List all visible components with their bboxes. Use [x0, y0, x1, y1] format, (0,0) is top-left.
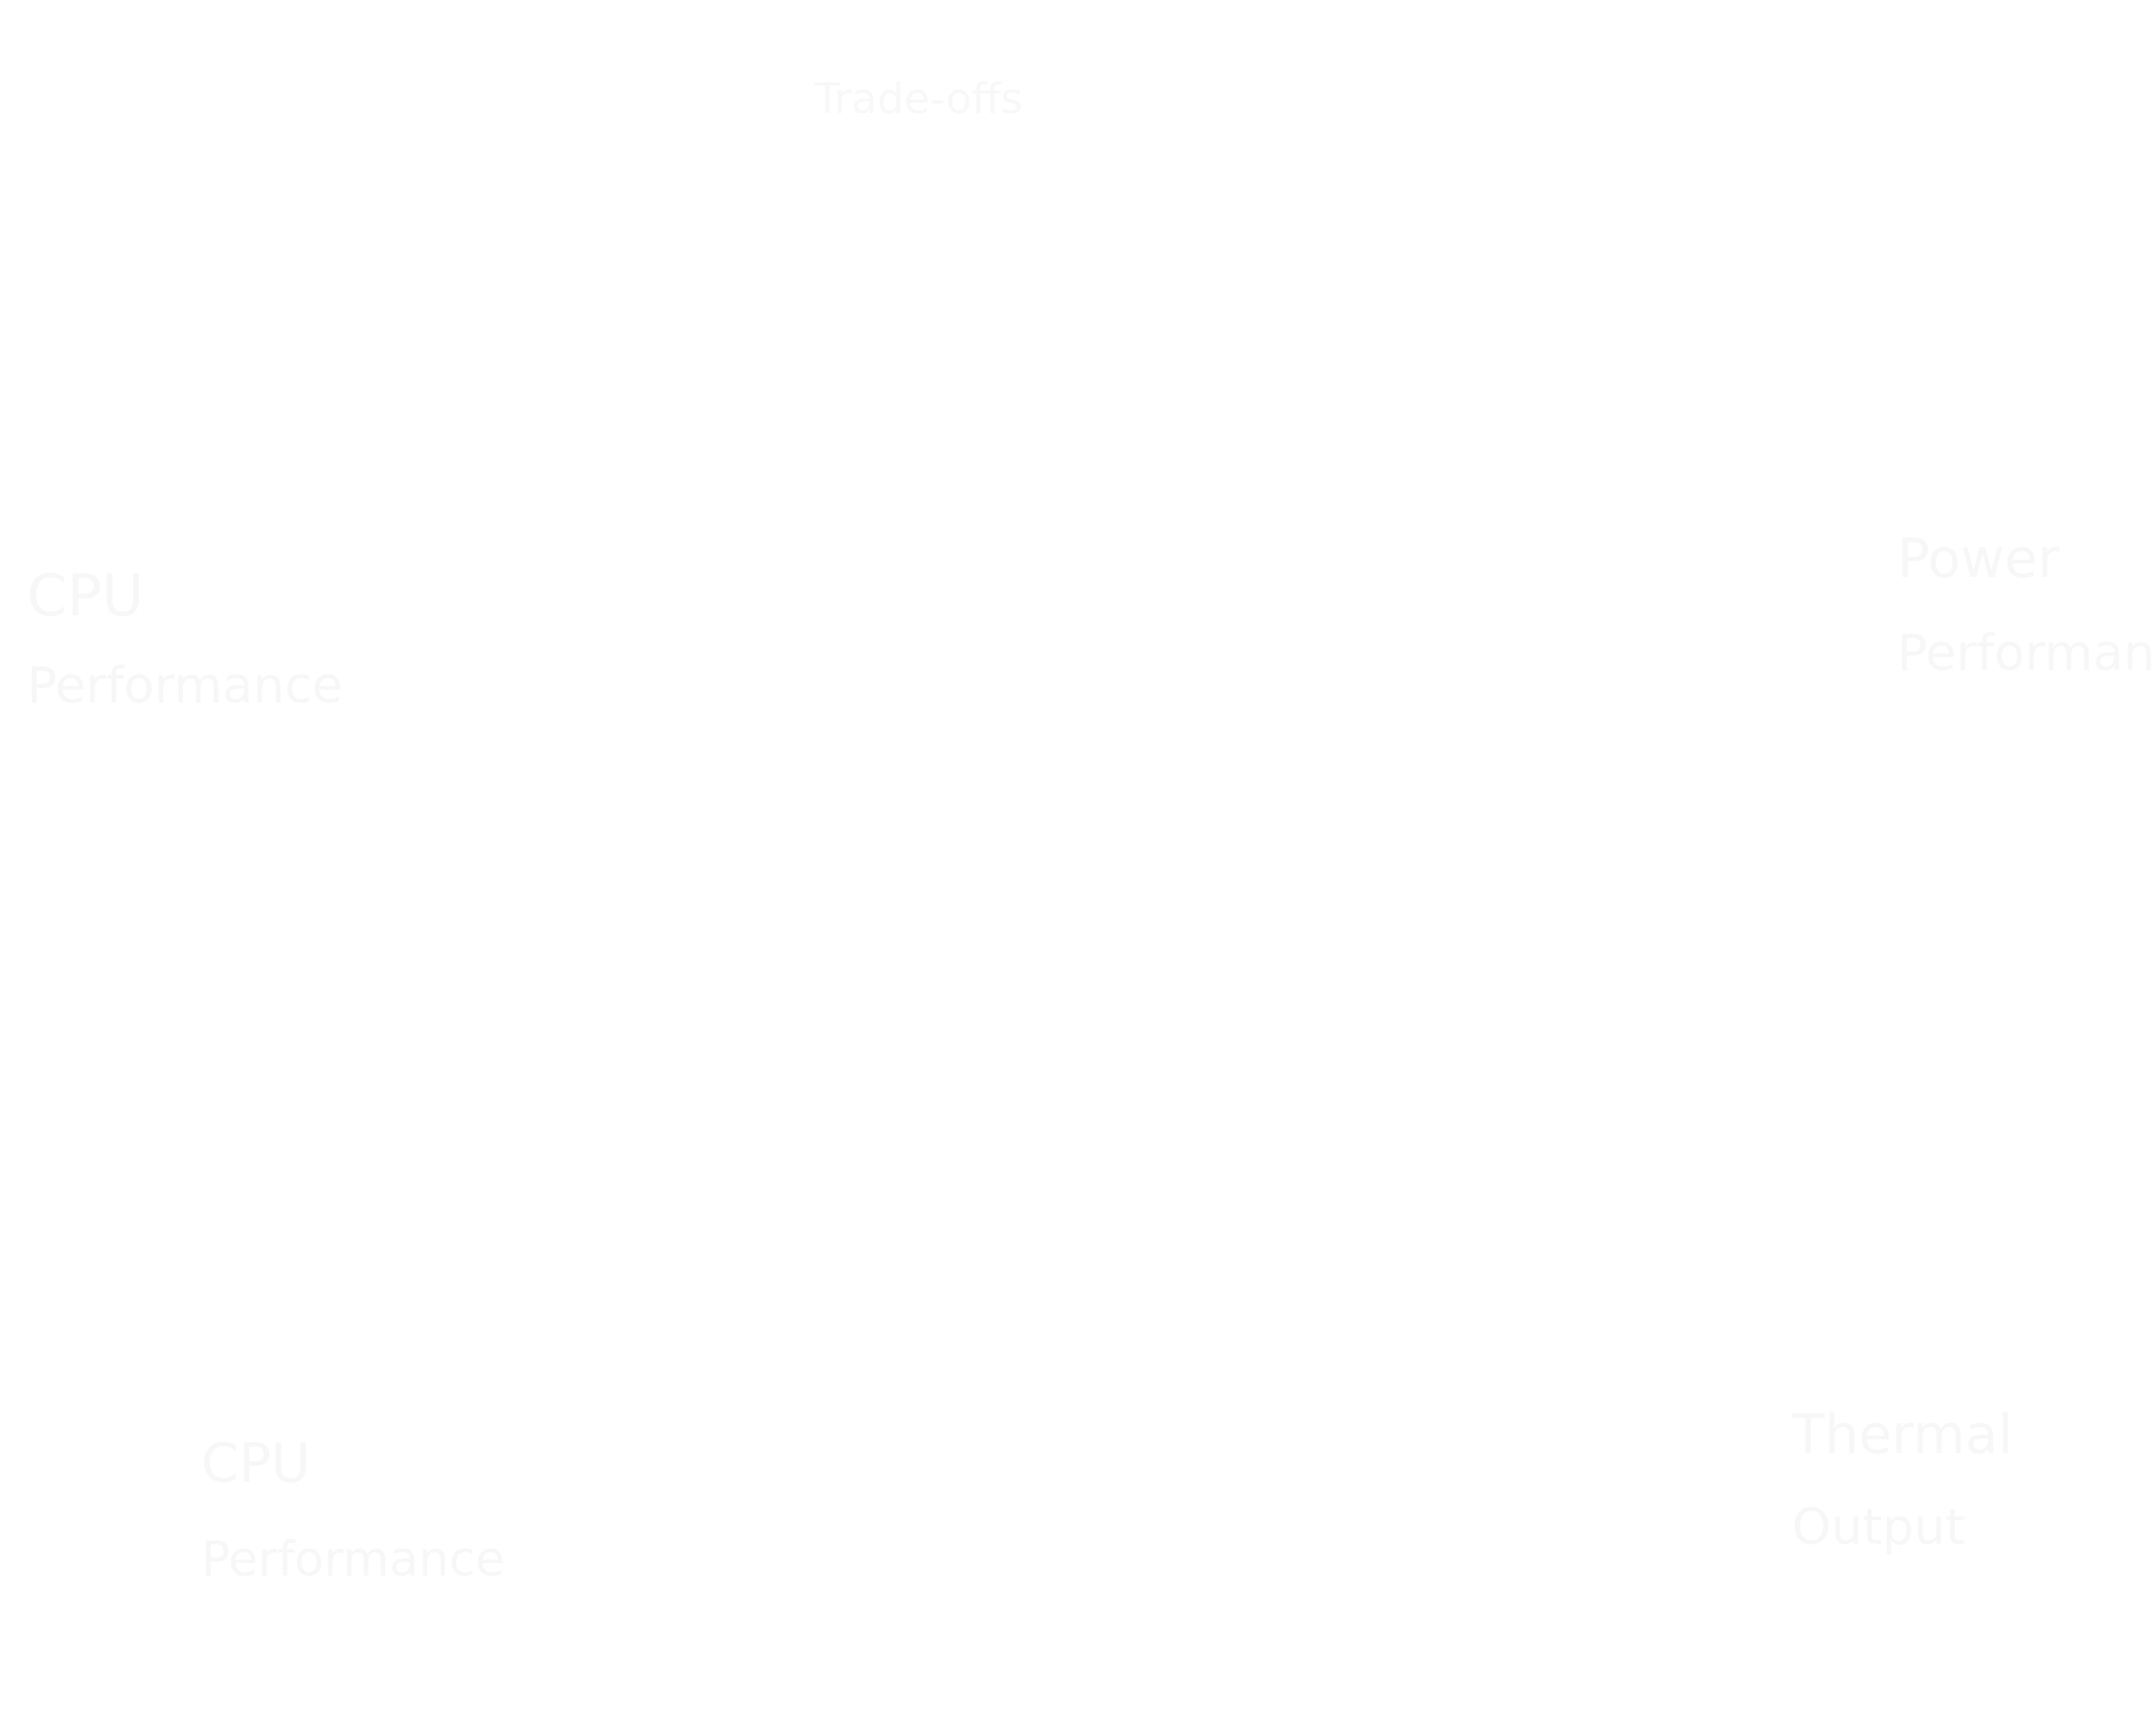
node-label-primary: CPU	[27, 563, 144, 630]
node-label-secondary: Performance	[201, 1531, 505, 1587]
node-cpu-performance-bottom: CPU Performance	[201, 1433, 505, 1587]
node-power-performance: Power Performance	[1897, 528, 2156, 682]
node-label-secondary: Output	[1792, 1499, 1965, 1556]
node-label-primary: Thermal	[1792, 1404, 2013, 1466]
node-label-secondary: Performance	[1897, 625, 2156, 682]
node-thermal-output: Thermal Output	[1792, 1404, 2013, 1556]
node-cpu-performance-left: CPU Performance	[27, 567, 343, 711]
diagram-title: Trade-offs	[814, 75, 1023, 124]
node-label-primary: CPU	[201, 1433, 310, 1495]
node-label-primary: Power	[1897, 528, 2060, 590]
node-label-secondary: Performance	[27, 657, 343, 715]
